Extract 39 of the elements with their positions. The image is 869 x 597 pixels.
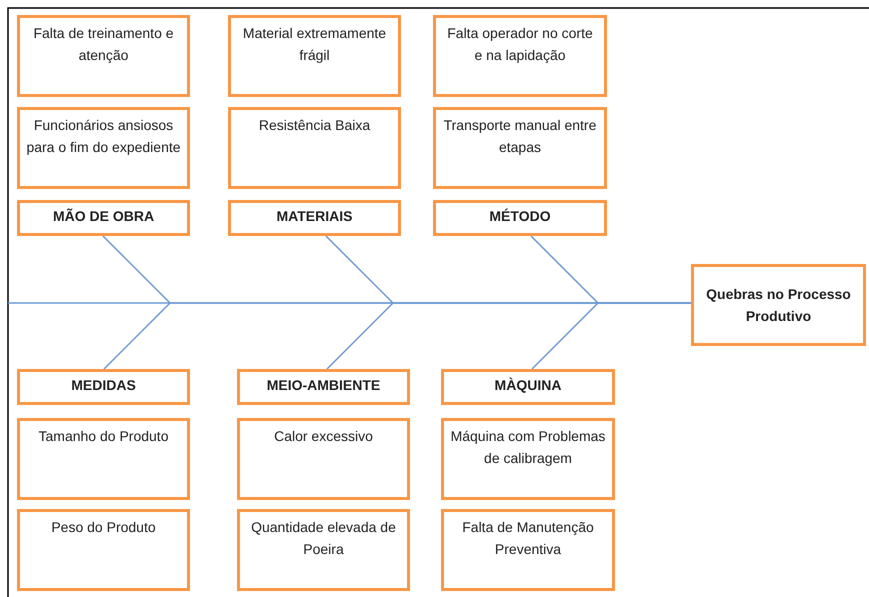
cause-box bbox=[237, 418, 410, 500]
cause-box bbox=[441, 509, 615, 591]
category-box bbox=[433, 200, 607, 236]
cause-text: Resistência Baixa bbox=[258, 116, 372, 135]
cause-text: Transporte manual entre etapas bbox=[442, 116, 598, 157]
cause-text: Peso do Produto bbox=[50, 518, 157, 537]
category-box bbox=[17, 369, 190, 405]
effect-box bbox=[691, 264, 866, 346]
cause-box bbox=[433, 107, 607, 189]
category-box bbox=[17, 200, 190, 236]
cause-box bbox=[228, 107, 401, 189]
category-label: MATERIAIS bbox=[276, 207, 354, 226]
cause-box bbox=[17, 107, 190, 189]
cause-box bbox=[237, 509, 410, 591]
category-box bbox=[441, 369, 615, 405]
category-label: MÀQUINA bbox=[494, 376, 562, 395]
category-box bbox=[228, 200, 401, 236]
cause-text: Falta de Manutenção Preventiva bbox=[461, 518, 595, 559]
bone-line bbox=[531, 302, 691, 370]
cause-text: Tamanho do Produto bbox=[38, 427, 170, 446]
cause-box bbox=[433, 15, 607, 97]
effect-label: Quebras no Processo Produtivo bbox=[705, 285, 852, 326]
category-label: MEIO-AMBIENTE bbox=[266, 376, 382, 395]
cause-text: Quantidade elevada de Poeira bbox=[250, 518, 397, 559]
cause-box bbox=[17, 509, 190, 591]
cause-text: Calor excessivo bbox=[273, 427, 374, 446]
cause-text: Falta operador no corte e na lapidação bbox=[446, 24, 594, 65]
category-label: MÉTODO bbox=[488, 207, 552, 226]
cause-text: Funcionários ansiosos para o fim do expediente bbox=[26, 116, 181, 157]
cause-box bbox=[228, 15, 401, 97]
cause-text: Falta de treinamento e atenção bbox=[32, 24, 175, 65]
cause-box bbox=[17, 15, 190, 97]
category-label: MEDIDAS bbox=[70, 376, 137, 395]
category-box bbox=[237, 369, 410, 405]
cause-box bbox=[17, 418, 190, 500]
cause-box bbox=[441, 418, 615, 500]
cause-text: Material extremamente frágil bbox=[242, 24, 388, 65]
cause-text: Máquina com Problemas de calibragem bbox=[450, 427, 606, 468]
category-label: MÃO DE OBRA bbox=[52, 207, 156, 226]
